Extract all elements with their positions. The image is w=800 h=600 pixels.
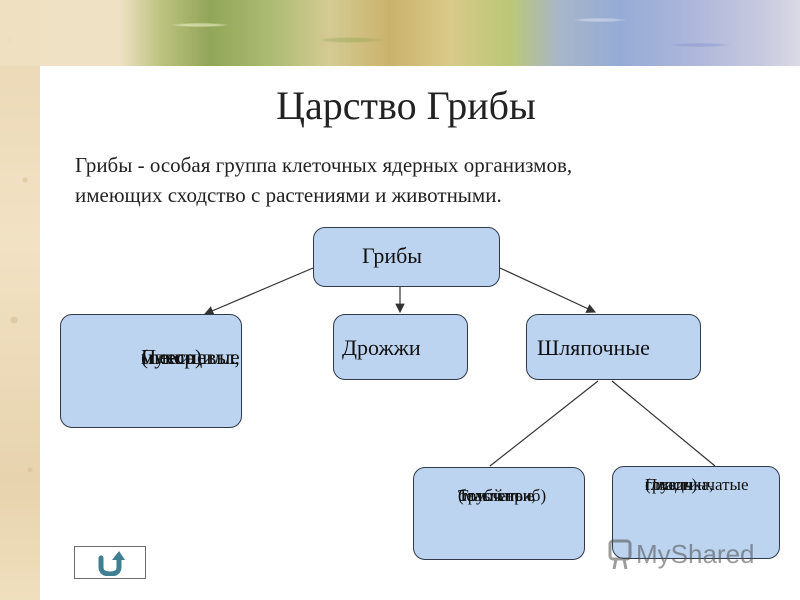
- node-mold-line-1: Плесневые: [141, 345, 240, 369]
- node-mold-line-3: мукор): [141, 345, 202, 369]
- u-turn-arrow-icon: [98, 550, 125, 576]
- node-yeast-label: Дрожжи: [342, 335, 421, 360]
- watermark-logo: MyShared: [608, 536, 768, 572]
- subtitle-line-1: Грибы - особая группа клеточных ядерных …: [75, 153, 573, 177]
- watermark-glyph-icon: [608, 539, 632, 570]
- node-fungi: Грибы: [313, 227, 500, 287]
- node-cap-fungi: Шляпочные: [526, 314, 701, 380]
- watermark-text: MyShared: [636, 538, 755, 569]
- node-tubular-line-3: белый гриб): [458, 486, 547, 505]
- paper-texture-border: [0, 0, 40, 600]
- node-mold-fungi: Плесневые (пеницилл, мукор): [60, 314, 242, 428]
- back-button[interactable]: [74, 546, 146, 579]
- node-yeast: Дрожжи: [333, 314, 468, 380]
- decorative-banner: [0, 0, 800, 66]
- slide-subtitle: Грибы - особая группа клеточных ядерных …: [75, 150, 755, 210]
- node-fungi-label: Грибы: [362, 243, 423, 268]
- node-tubular-line-1: Трубчатые: [458, 486, 535, 505]
- subtitle-line-2: имеющих сходство с растениями и животным…: [75, 183, 502, 207]
- node-cap-label: Шляпочные: [537, 335, 650, 360]
- node-mold-line-2: (пеницилл,: [141, 345, 240, 369]
- node-tubular: Трубчатые (масленок, белый гриб): [413, 467, 585, 560]
- node-lamellar: Пластинчатые (лисичка, груздь): [612, 466, 780, 559]
- node-tubular-line-2: (масленок,: [458, 486, 536, 505]
- node-lamellar-line-3: груздь): [645, 475, 698, 494]
- node-lamellar-line-1: Пластинчатые: [645, 475, 749, 494]
- node-lamellar-line-2: (лисичка,: [645, 475, 714, 494]
- slide-title: Царство Грибы: [276, 83, 536, 128]
